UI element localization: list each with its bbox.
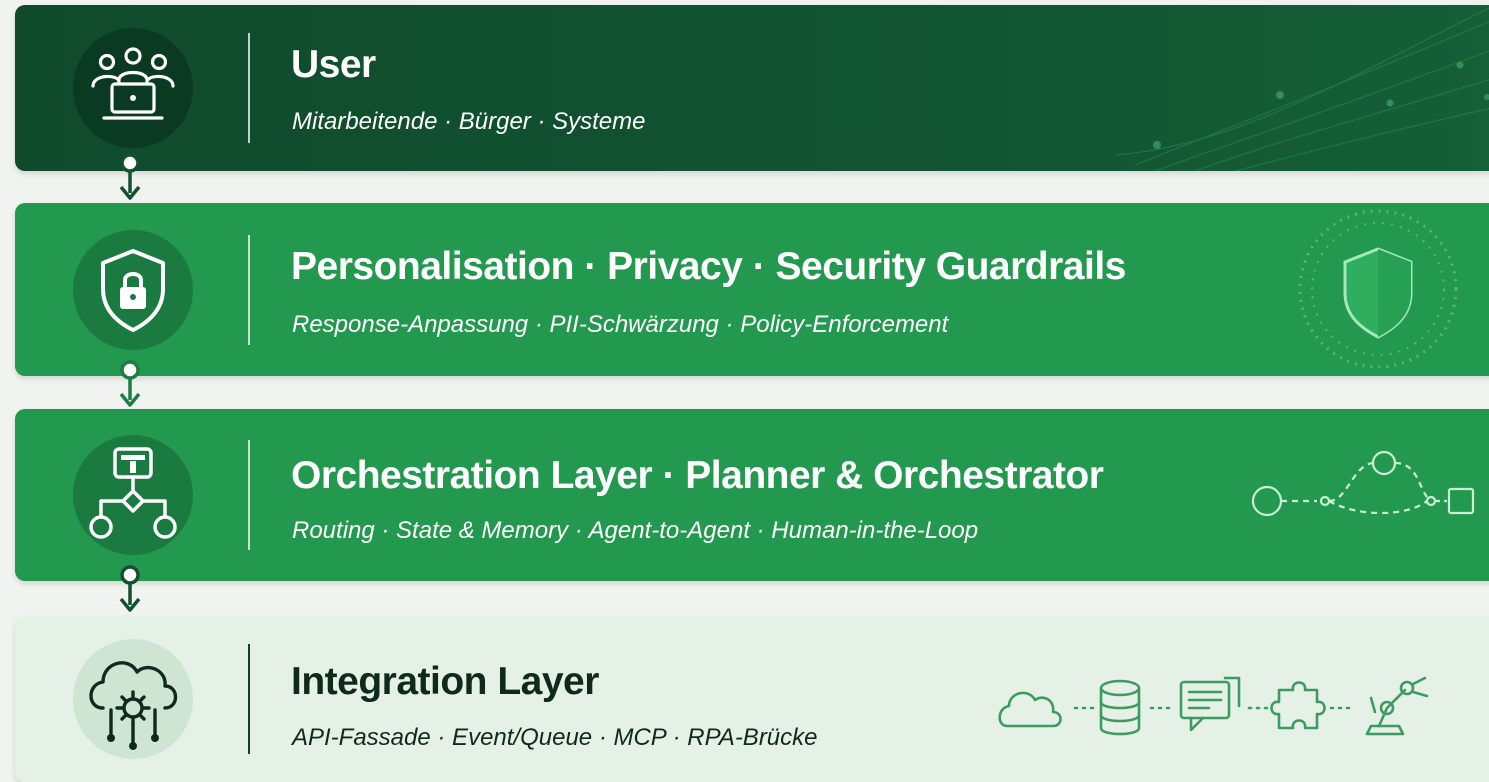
database-icon (1099, 679, 1141, 736)
connector-arrow-icon (119, 153, 141, 200)
divider (248, 644, 250, 754)
users-laptop-icon-badge (73, 28, 193, 148)
layer-subtitle: Routing · State & Memory · Agent-to-Agen… (292, 517, 979, 544)
divider (248, 33, 250, 143)
layer-orchestration: Orchestration Layer · Planner & Orchestr… (15, 409, 1489, 581)
connector-arrow-icon (119, 360, 141, 407)
network-lines-decoration (1115, 7, 1489, 171)
layer-privacy-guardrails: Personalisation · Privacy · Security Gua… (15, 203, 1489, 376)
shield-lock-icon-badge (73, 229, 193, 350)
workflow-path-icon (1251, 450, 1475, 517)
layer-user: User Mitarbeitende · Bürger · Systeme (15, 5, 1489, 171)
users-laptop-icon (91, 47, 175, 120)
orchestrator-flow-icon-badge (73, 435, 193, 555)
chat-icon (1179, 676, 1241, 732)
layer-title: Personalisation · Privacy · Security Gua… (291, 245, 1126, 288)
connector-arrow-icon (119, 565, 141, 612)
robot-arm-icon (1365, 676, 1429, 736)
layer-title: Orchestration Layer · Planner & Orchestr… (291, 454, 1104, 497)
cloud-gear-icon (89, 661, 178, 750)
shield-lock-icon (101, 248, 165, 332)
puzzle-icon (1270, 681, 1326, 730)
layer-subtitle: API-Fassade · Event/Queue · MCP · RPA-Br… (292, 724, 818, 751)
layer-title: User (291, 43, 376, 86)
layer-title: Integration Layer (291, 660, 599, 703)
layer-subtitle: Mitarbeitende · Bürger · Systeme (292, 108, 646, 135)
integration-icons-row (998, 676, 1429, 736)
divider (248, 234, 250, 345)
divider (248, 440, 250, 550)
orchestrator-flow-icon (89, 447, 177, 539)
layer-subtitle: Response-Anpassung · PII-Schwärzung · Po… (292, 311, 949, 338)
shield-icon (1298, 209, 1458, 369)
layer-integration: Integration Layer API-Fassade · Event/Qu… (15, 616, 1489, 782)
cloud-gear-icon-badge (73, 639, 193, 759)
cloud-icon (998, 691, 1062, 728)
